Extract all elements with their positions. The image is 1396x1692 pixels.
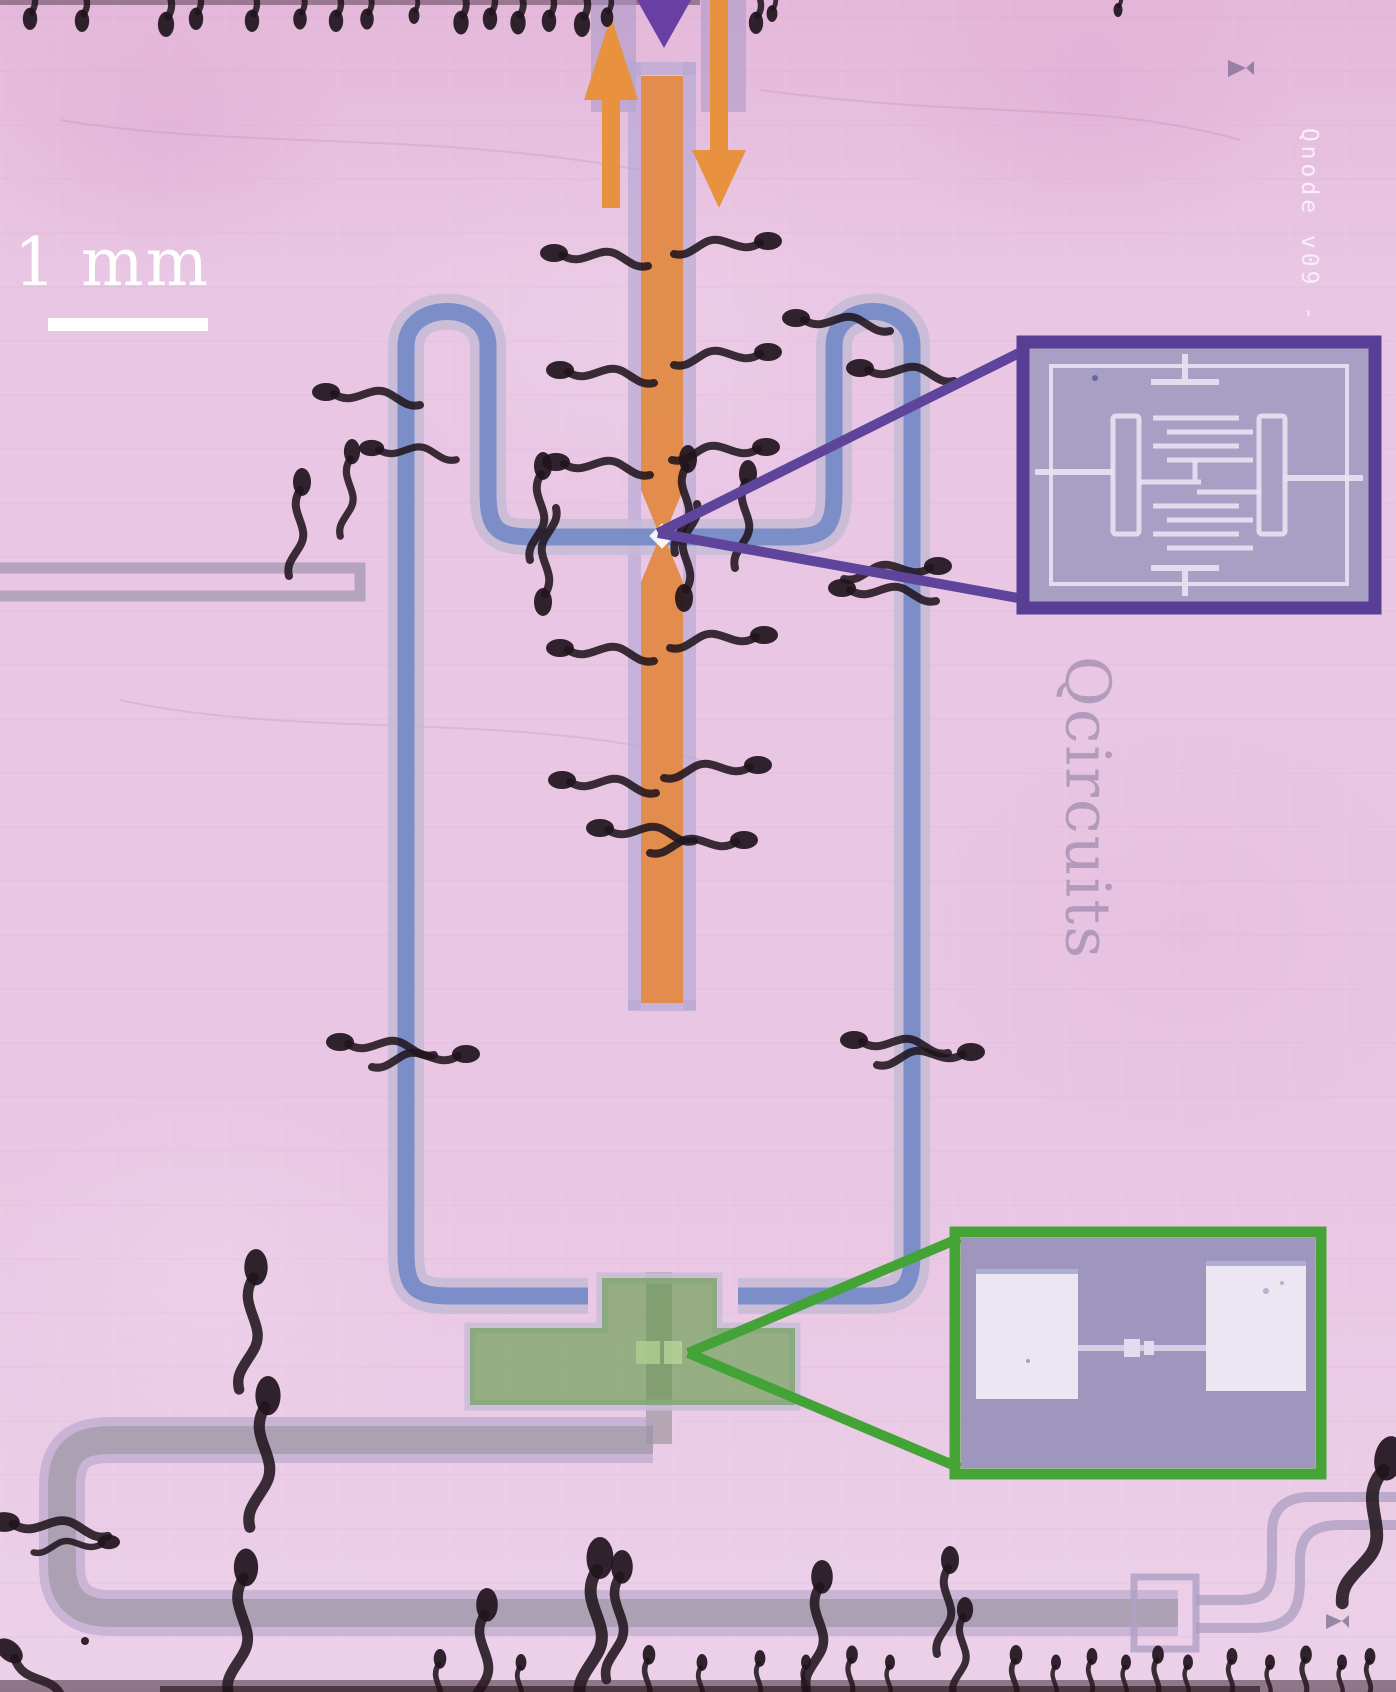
bottom-launcher-outline bbox=[1130, 1573, 1200, 1653]
green-inset-content bbox=[976, 1261, 1306, 1399]
port-triangle-icon bbox=[637, 0, 691, 48]
qubit-region bbox=[464, 1272, 801, 1411]
chip-top-edge bbox=[0, 0, 700, 5]
purple-inset bbox=[1016, 335, 1382, 615]
purple-leader-lines bbox=[655, 343, 1032, 605]
output-cpw-lower bbox=[1196, 1520, 1396, 1633]
port-annotations bbox=[584, 0, 746, 208]
feedline-highlight-upper bbox=[641, 76, 683, 531]
output-cpw-upper bbox=[1196, 1492, 1396, 1605]
brand-watermark-text: Qcircuits bbox=[1051, 655, 1125, 961]
feedline bbox=[641, 76, 683, 1003]
chip-bottom-edge-dark bbox=[160, 1686, 1260, 1692]
green-inset bbox=[949, 1226, 1327, 1480]
left-stub-trace bbox=[0, 562, 366, 602]
cpw-traces bbox=[0, 0, 1396, 1653]
scale-bar bbox=[48, 318, 208, 331]
scale-bar-label: 1 mm bbox=[14, 224, 211, 301]
green-leader-lines bbox=[686, 1233, 962, 1473]
green-inset-border bbox=[949, 1226, 1327, 1480]
chip-id-text: Qnode v09 - bbox=[1296, 127, 1322, 325]
qubit-highlight bbox=[470, 1278, 795, 1405]
junction-pad-left bbox=[636, 1341, 660, 1364]
alignment-marks bbox=[1228, 60, 1349, 1629]
output-arrow-down-icon bbox=[692, 0, 746, 208]
input-arrow-up-icon bbox=[584, 16, 638, 208]
junction-pad-right bbox=[664, 1341, 682, 1364]
feedline-highlight-lower bbox=[641, 541, 683, 1003]
purple-inset-border bbox=[1016, 335, 1382, 615]
purple-inset-content bbox=[1035, 354, 1363, 596]
bottom-meander-core bbox=[48, 1426, 1178, 1627]
